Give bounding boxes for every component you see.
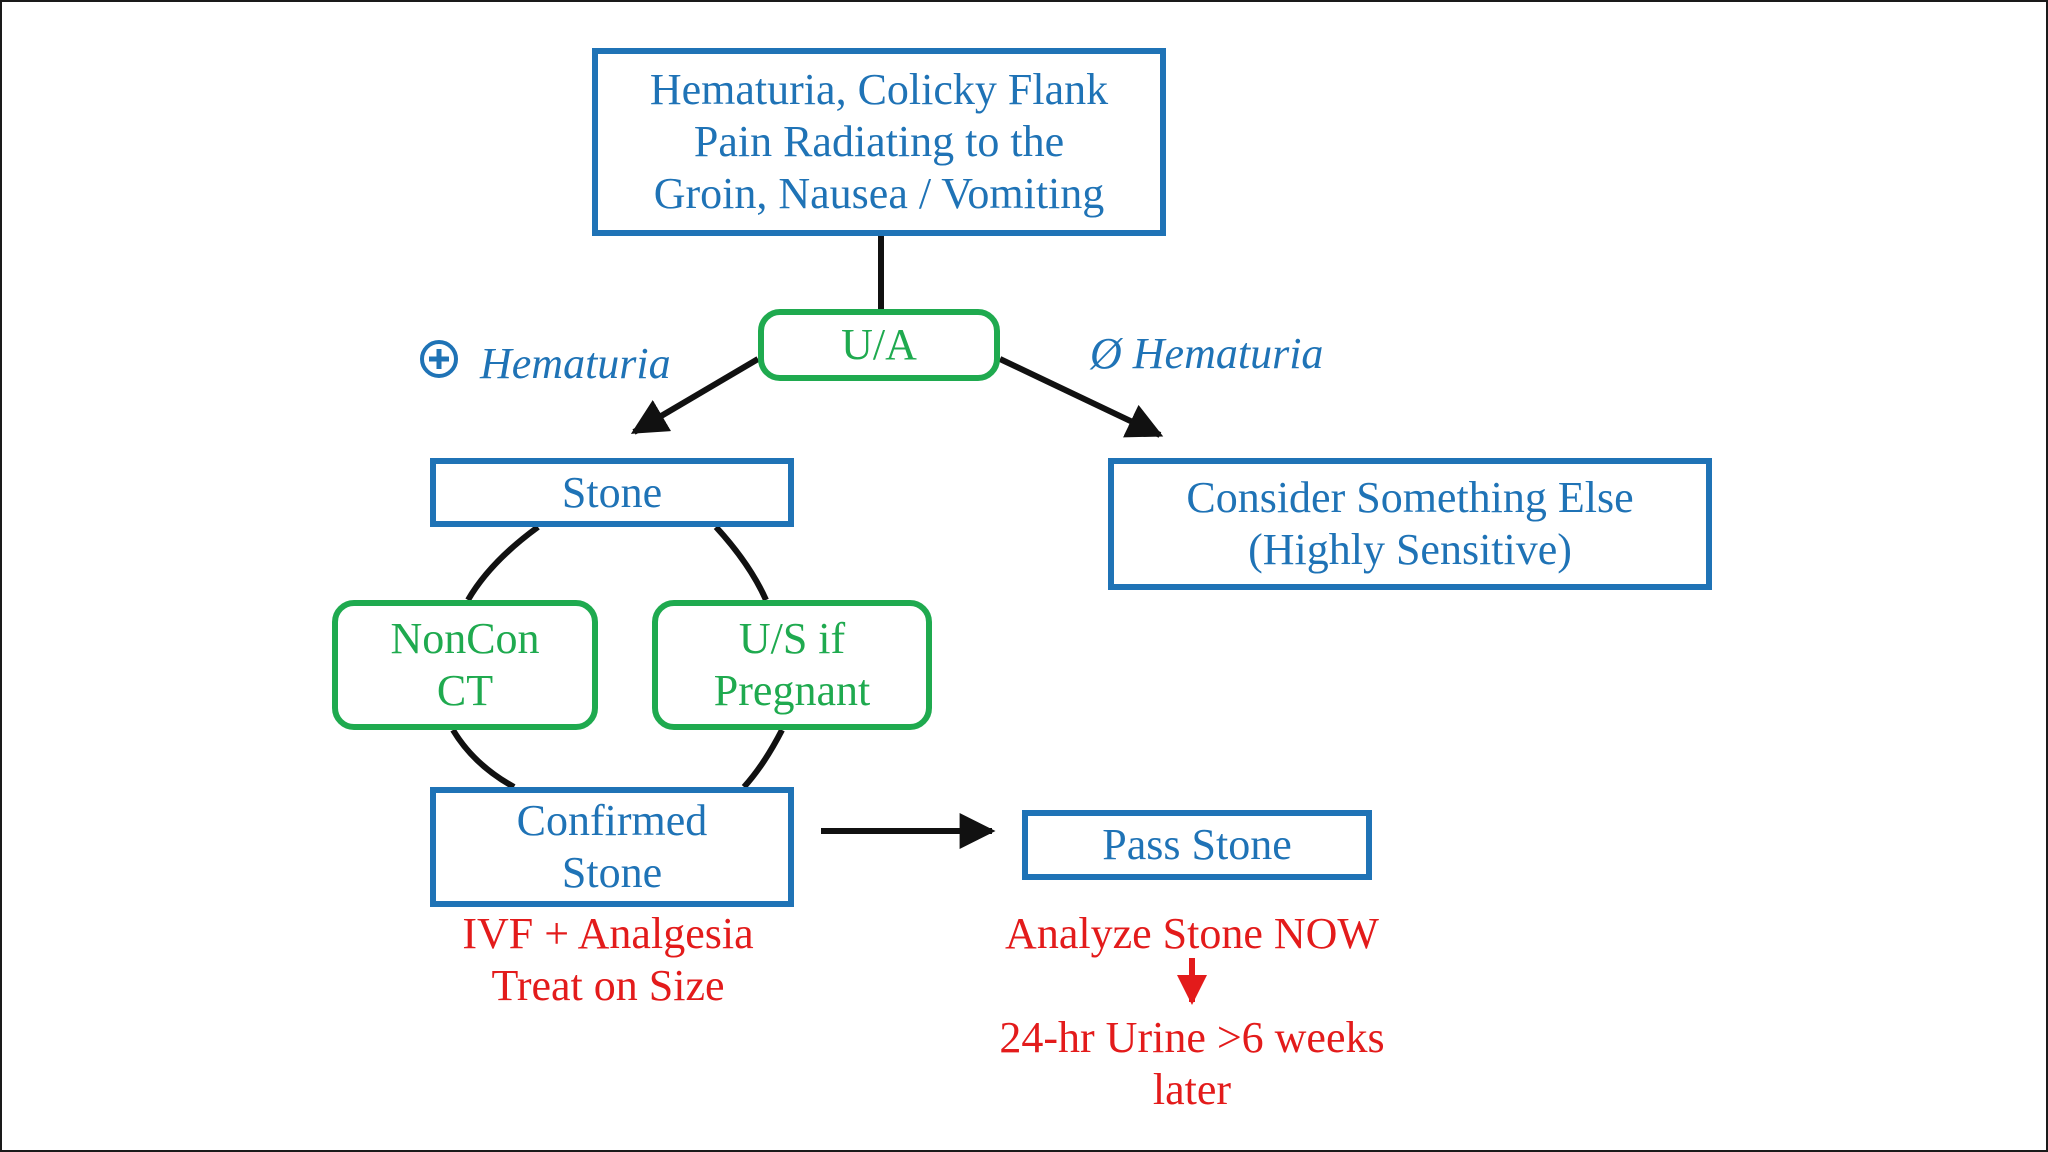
confirmed-stone-text: Confirmed Stone: [516, 796, 708, 897]
consider-else-text: Consider Something Else (Highly Sensitiv…: [1186, 473, 1634, 574]
consider-else-box: Consider Something Else (Highly Sensitiv…: [1108, 458, 1712, 590]
symptoms-text: Hematuria, Colicky Flank Pain Radiating …: [649, 65, 1109, 218]
arrow-ua-to-stone: [630, 356, 760, 435]
negative-hematuria-label: Ø Hematuria: [1090, 329, 1324, 378]
analyze-stone-note: Analyze Stone NOW: [1005, 909, 1379, 958]
stone-text: Stone: [561, 467, 663, 517]
urinalysis-text: U/A: [841, 320, 917, 369]
urine-test-note: 24-hr Urine >6 weeks later: [999, 1013, 1385, 1114]
stone-box: Stone: [430, 458, 794, 527]
pass-stone-text: Pass Stone: [1102, 820, 1292, 869]
plus-circle-icon: [420, 340, 458, 378]
noncon-ct-box: NonCon CT: [332, 600, 598, 730]
arrow-ua-to-consider: [998, 356, 1164, 438]
connector-us-to-confirmed: [741, 728, 785, 790]
treatment-note: IVF + Analgesia Treat on Size: [462, 909, 754, 1010]
positive-hematuria-label: Hematuria: [480, 339, 671, 388]
ultrasound-box: U/S if Pregnant: [652, 600, 932, 730]
symptoms-box: Hematuria, Colicky Flank Pain Radiating …: [592, 48, 1166, 236]
urinalysis-box: U/A: [758, 309, 1000, 381]
noncon-ct-text: NonCon CT: [390, 614, 540, 715]
connector-stone-to-ct: [465, 524, 540, 602]
connector-stone-to-us: [713, 524, 769, 602]
confirmed-stone-box: Confirmed Stone: [430, 787, 794, 907]
pass-stone-box: Pass Stone: [1022, 810, 1372, 880]
connector-ct-to-confirmed: [450, 728, 516, 790]
ultrasound-text: U/S if Pregnant: [713, 614, 871, 715]
